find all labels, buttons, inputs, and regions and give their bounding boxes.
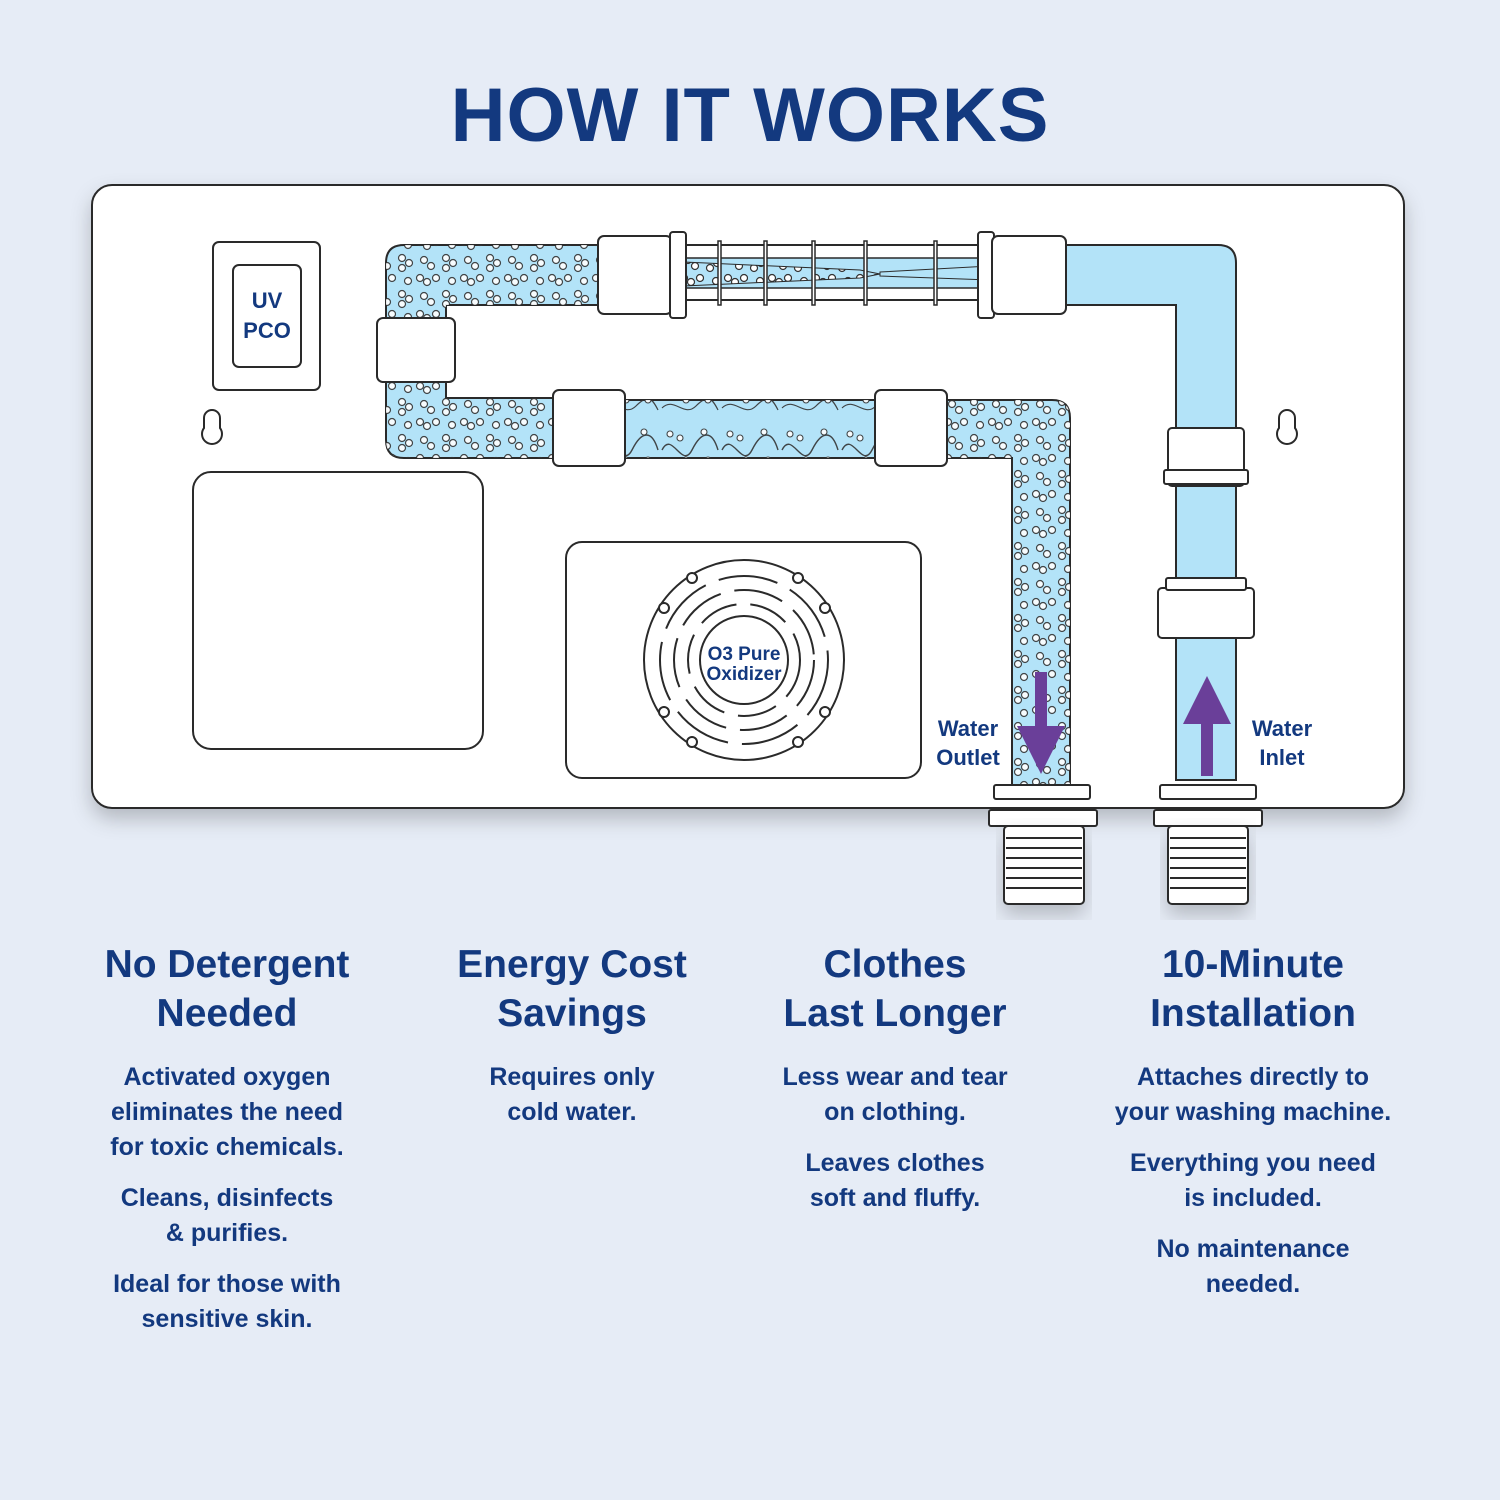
text-line: & purifies. xyxy=(165,1219,289,1247)
outlet-label-line1: Water xyxy=(938,716,999,741)
outlet-connector xyxy=(988,784,1098,905)
heading-line: Energy Cost xyxy=(457,943,687,986)
feature-text: Activated oxygen eliminates the need for… xyxy=(57,1060,397,1165)
text-line: sensitive skin. xyxy=(141,1305,313,1333)
features-section: No Detergent Needed Activated oxygen eli… xyxy=(0,940,1500,1400)
text-line: your washing machine. xyxy=(1114,1098,1392,1126)
inlet-label-line1: Water xyxy=(1252,716,1313,741)
oxidizer-label-line1: O3 Pure xyxy=(708,644,781,665)
feature-text: Leaves clothes soft and fluffy. xyxy=(725,1146,1065,1216)
text-line: is included. xyxy=(1184,1184,1322,1212)
keyhole-right-icon xyxy=(1276,408,1298,445)
page-title: HOW IT WORKS xyxy=(450,73,1050,158)
feature-text: Less wear and tear on clothing. xyxy=(725,1060,1065,1130)
feature-heading: No Detergent Needed xyxy=(57,940,397,1038)
heading-line: Last Longer xyxy=(783,992,1007,1035)
feature-text: Ideal for those with sensitive skin. xyxy=(57,1267,397,1337)
feature-text: No maintenance needed. xyxy=(1083,1232,1423,1302)
heading-line: Clothes xyxy=(823,943,967,986)
heading-line: No Detergent xyxy=(104,943,350,986)
text-line: soft and fluffy. xyxy=(809,1184,981,1212)
venturi-injector xyxy=(671,240,993,306)
device-diagram: UV PCO O3 Pure Oxidizer xyxy=(91,184,1405,905)
inlet-connector xyxy=(1153,784,1263,905)
text-line: Everything you need xyxy=(1130,1149,1376,1177)
uv-pco-switch: UV PCO xyxy=(212,241,321,391)
text-line: Less wear and tear xyxy=(782,1063,1008,1091)
heading-line: Installation xyxy=(1150,992,1356,1035)
feature-text: Cleans, disinfects & purifies. xyxy=(57,1181,397,1251)
feature-heading: 10-Minute Installation xyxy=(1083,940,1423,1038)
oxidizer-label-line2: Oxidizer xyxy=(707,664,783,685)
text-line: No maintenance xyxy=(1156,1235,1350,1263)
text-line: Cleans, disinfects xyxy=(120,1184,334,1212)
heading-line: Savings xyxy=(497,992,647,1035)
text-line: Leaves clothes xyxy=(805,1149,985,1177)
inlet-label-line2: Inlet xyxy=(1259,745,1305,770)
feature-text: Attaches directly to your washing machin… xyxy=(1083,1060,1423,1130)
text-line: for toxic chemicals. xyxy=(110,1133,344,1161)
feature-heading: Energy Cost Savings xyxy=(402,940,742,1038)
text-line: needed. xyxy=(1205,1270,1301,1298)
outlet-label-line2: Outlet xyxy=(936,745,1000,770)
pco-label: PCO xyxy=(243,318,291,343)
feature-text: Requires only cold water. xyxy=(402,1060,742,1130)
text-line: Ideal for those with xyxy=(113,1270,341,1298)
feature-no-detergent: No Detergent Needed Activated oxygen eli… xyxy=(57,940,397,1353)
text-line: Activated oxygen xyxy=(123,1063,331,1091)
feature-energy-savings: Energy Cost Savings Requires only cold w… xyxy=(402,940,742,1146)
text-line: Requires only xyxy=(489,1063,655,1091)
heading-line: 10-Minute xyxy=(1161,943,1344,986)
pipe-fittings xyxy=(376,231,1255,639)
text-line: eliminates the need xyxy=(110,1098,344,1126)
text-line: Attaches directly to xyxy=(1136,1063,1369,1091)
feature-installation: 10-Minute Installation Attaches directly… xyxy=(1083,940,1423,1318)
keyhole-left-icon xyxy=(201,408,223,445)
heading-line: Needed xyxy=(156,992,298,1035)
uv-label: UV xyxy=(252,288,283,313)
blank-panel xyxy=(192,471,484,750)
text-line: cold water. xyxy=(507,1098,637,1126)
feature-heading: Clothes Last Longer xyxy=(725,940,1065,1038)
text-line: on clothing. xyxy=(824,1098,966,1126)
feature-text: Everything you need is included. xyxy=(1083,1146,1423,1216)
feature-clothes-last-longer: Clothes Last Longer Less wear and tear o… xyxy=(725,940,1065,1232)
oxidizer-vent: O3 Pure Oxidizer xyxy=(565,541,922,779)
